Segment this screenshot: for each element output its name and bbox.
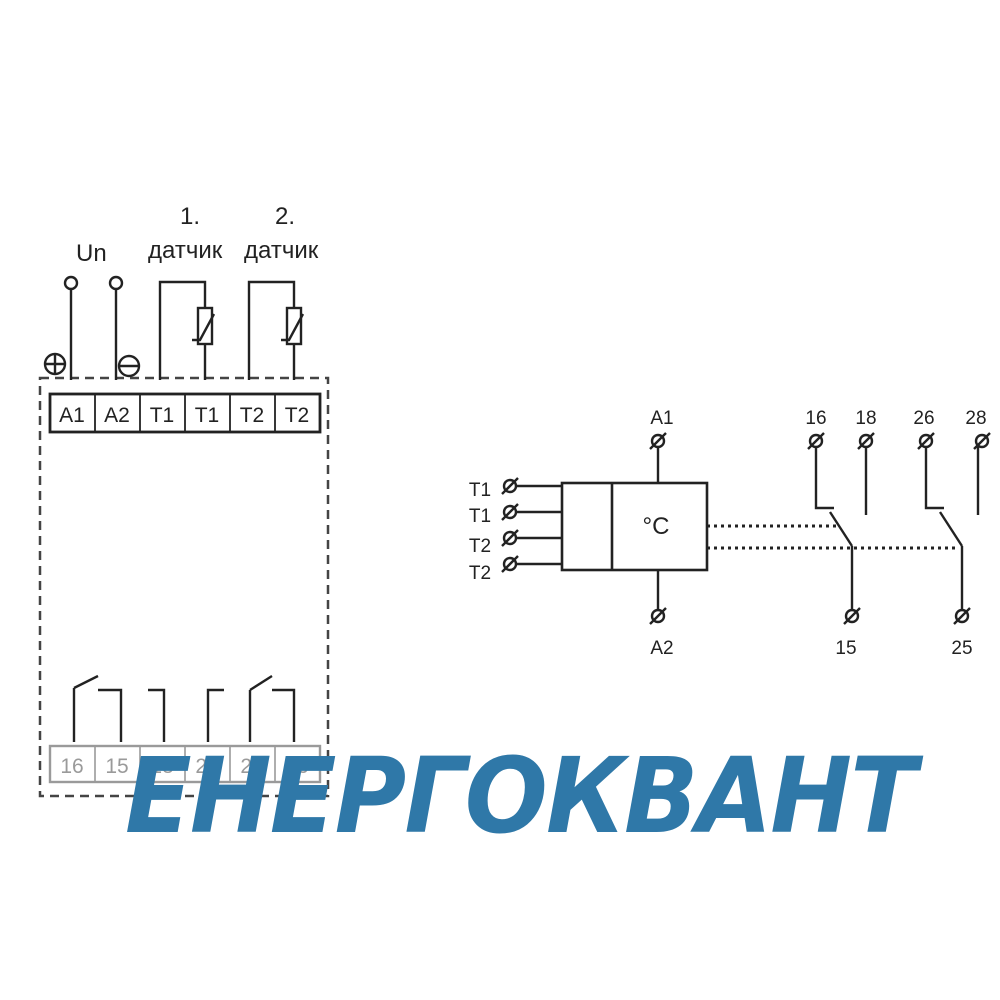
terminal-a2: A2 [104, 404, 130, 427]
input-label-t1: T1 [469, 506, 491, 527]
terminal-25: 25 [240, 755, 263, 778]
terminal-t2-b: T2 [285, 404, 310, 427]
supply-label: Un [76, 240, 107, 267]
sensor2-thermistor [247, 280, 305, 380]
relay-schematic: °C A1 A2 T1 T1 T2 T2 16 18 [469, 408, 992, 659]
t2-screw-icon [500, 528, 520, 548]
sensor2-number: 2. [275, 203, 295, 230]
contact-18-label: 18 [855, 408, 876, 429]
input-label-t2: T2 [469, 536, 491, 557]
mechanical-link [707, 524, 958, 550]
controller-block [560, 481, 709, 572]
terminal-16: 16 [60, 755, 83, 778]
sensor1-thermistor [158, 280, 216, 380]
contact-28-label: 28 [965, 408, 986, 429]
terminal-t1-a: T1 [150, 404, 175, 427]
minus-symbol [117, 354, 141, 378]
plus-symbol [43, 352, 67, 376]
sensor-input-lines [515, 484, 562, 566]
relay-contact-2: 26 28 25 [913, 408, 992, 659]
contact-16-label: 16 [805, 408, 826, 429]
screw-icon [856, 431, 876, 451]
t1-screw-icon [500, 502, 520, 522]
contact-26-label: 26 [913, 408, 934, 429]
input-label-t2: T2 [469, 563, 491, 584]
contact-15-label: 15 [835, 638, 856, 659]
schematic-a2-label: A2 [650, 638, 673, 659]
contact-25-label: 25 [951, 638, 972, 659]
internal-contacts [72, 674, 296, 742]
device-housing [38, 376, 330, 798]
input-label-t1: T1 [469, 480, 491, 501]
terminal-a1: A1 [59, 404, 85, 427]
screw-icon [972, 431, 992, 451]
supply-leads [63, 275, 124, 380]
brand-watermark: ЕНЕРГОКВАНТ [125, 735, 924, 857]
screw-icon [952, 606, 972, 626]
screw-icon [842, 606, 862, 626]
screw-icon [916, 431, 936, 451]
sensor1-label: датчик [148, 237, 223, 264]
schematic-a1-label: A1 [650, 408, 673, 429]
terminal-18: 18 [150, 755, 173, 778]
terminal-t2-a: T2 [240, 404, 265, 427]
terminal-26: 26 [285, 755, 308, 778]
bottom-terminal-strip: 16 15 18 28 25 26 [48, 744, 322, 784]
t1-screw-icon [500, 476, 520, 496]
relay-contact-1: 16 18 15 [805, 408, 876, 659]
a1-screw-icon [648, 431, 668, 451]
terminal-t1-b: T1 [195, 404, 220, 427]
a2-screw-icon [648, 606, 668, 626]
temperature-symbol: °C [643, 513, 670, 540]
top-terminal-strip: A1 A2 T1 T1 T2 T2 [48, 392, 322, 434]
device-front-view: Un 1. датчик 2. датчик [38, 203, 330, 798]
sensor1-number: 1. [180, 203, 200, 230]
screw-icon [806, 431, 826, 451]
sensor2-label: датчик [244, 237, 319, 264]
terminal-15: 15 [105, 755, 128, 778]
terminal-28: 28 [195, 755, 218, 778]
t2-screw-icon [500, 554, 520, 574]
